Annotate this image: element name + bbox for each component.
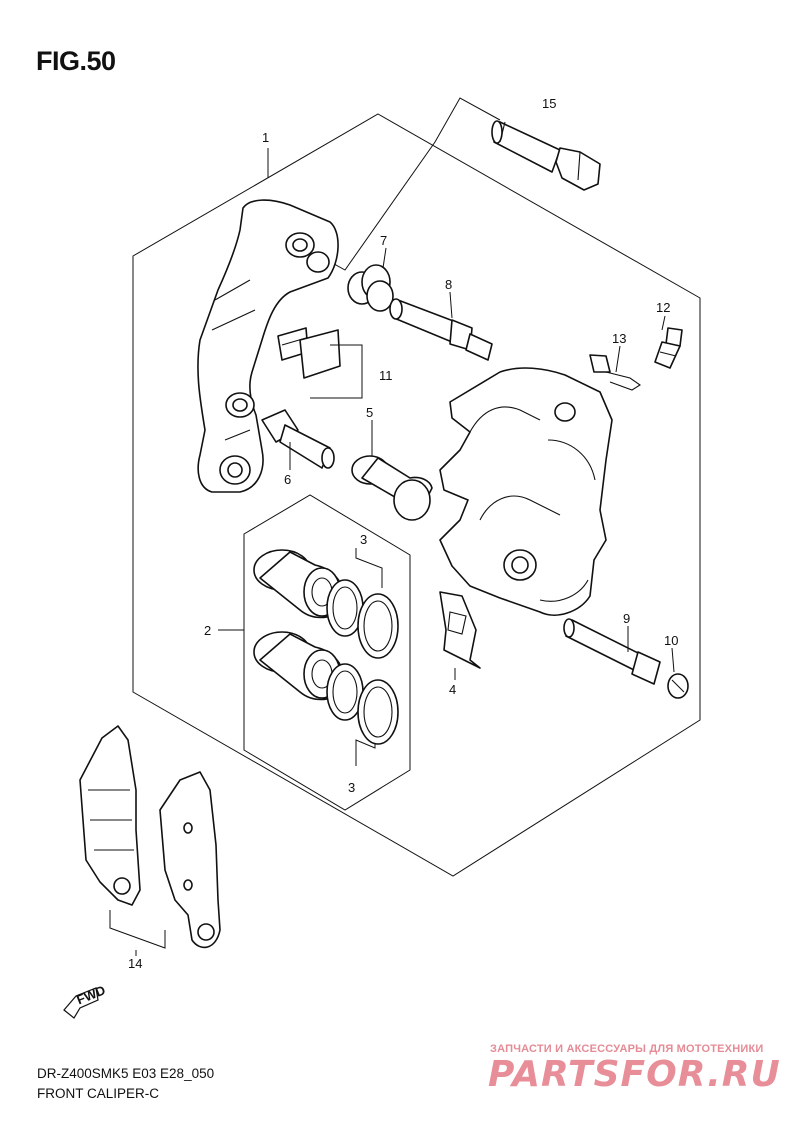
pad-clip-set xyxy=(277,327,341,379)
caliper-body xyxy=(439,367,613,616)
figure-title: FIG.50 xyxy=(36,46,116,76)
leader-lines xyxy=(135,148,675,956)
piston-seals-lower xyxy=(326,663,399,745)
callout-11: 11 xyxy=(379,368,393,383)
callout-6: 6 xyxy=(284,472,291,487)
brake-pad-left xyxy=(79,725,141,906)
callout-3-upper: 3 xyxy=(360,532,367,547)
brake-pad-right xyxy=(159,771,221,949)
callout-14: 14 xyxy=(128,956,142,971)
pad-spring xyxy=(439,591,481,669)
boot xyxy=(347,264,394,312)
assembly-boundary xyxy=(132,113,701,877)
callout-8: 8 xyxy=(445,277,452,292)
callout-3-lower: 3 xyxy=(348,780,355,795)
callout-4: 4 xyxy=(449,682,456,697)
fwd-arrow-icon: FWD xyxy=(63,982,107,1019)
bracket-pin xyxy=(389,298,493,361)
slide-pin xyxy=(261,409,335,469)
slide-pin-boot xyxy=(351,455,433,521)
watermark-logo: PARTSFOR.RU xyxy=(488,1054,781,1095)
watermark-tagline: ЗАПЧАСТИ И АКСЕССУАРЫ ДЛЯ МОТОТЕХНИКИ xyxy=(490,1043,764,1055)
bleeder-valve xyxy=(654,327,683,369)
callout-2: 2 xyxy=(204,623,211,638)
callout-10: 10 xyxy=(664,633,678,648)
callout-1: 1 xyxy=(262,130,269,145)
callout-15: 15 xyxy=(542,96,556,111)
caliper-bracket xyxy=(197,199,339,493)
callout-5: 5 xyxy=(366,405,373,420)
pad-bracket-line xyxy=(109,910,166,949)
diagram-caption: FRONT CALIPER-C xyxy=(37,1086,160,1101)
callout-13: 13 xyxy=(612,331,626,346)
piston-group-box xyxy=(243,494,411,811)
model-code: DR-Z400SMK5 E03 E28_050 xyxy=(37,1066,215,1081)
mounting-bolt xyxy=(491,120,601,191)
callout-9: 9 xyxy=(623,611,630,626)
callout-12: 12 xyxy=(656,300,670,315)
callout-7: 7 xyxy=(380,233,387,248)
pad-mounting-pin xyxy=(563,618,661,685)
bleeder-cap xyxy=(589,354,641,391)
clip-bracket-line xyxy=(310,344,363,399)
pin-plug xyxy=(667,673,689,699)
piston-seals-upper xyxy=(326,579,399,659)
